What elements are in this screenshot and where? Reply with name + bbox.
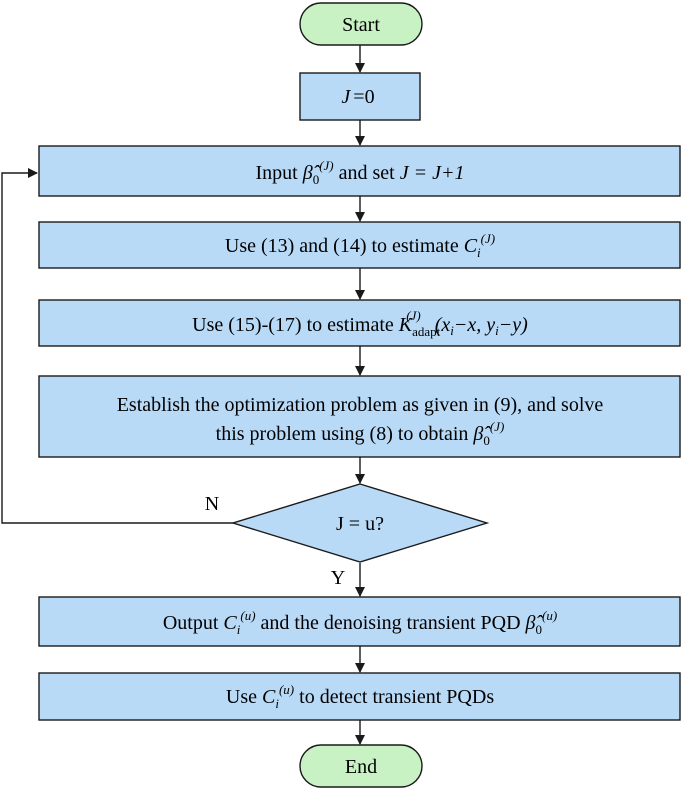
end-label: End — [345, 756, 377, 778]
start-terminal — [299, 2, 423, 46]
no-label: N — [205, 493, 219, 515]
output-label: Output Ci(u) and the denoising transient… — [163, 608, 557, 637]
detect-box — [38, 672, 681, 721]
yes-label: Y — [331, 567, 345, 589]
edge-loop-back — [1, 168, 233, 524]
end-terminal — [299, 744, 423, 788]
decision-label: J = u? — [336, 513, 384, 535]
start-label: Start — [342, 14, 380, 36]
estimate-c-label: Use (13) and (14) to estimate Ci(J) — [225, 231, 495, 260]
estimate-c-box — [38, 221, 681, 269]
detect-label: Use Ci(u) to detect transient PQDs — [226, 682, 494, 711]
establish-line1: Establish the optimization problem as gi… — [117, 394, 604, 416]
decision-diamond — [230, 483, 490, 563]
estimate-k-label: Use (15)-(17) to estimate Kadapt(J)(xi−x… — [192, 308, 528, 339]
init-label: J=0 — [341, 86, 374, 108]
estimate-k-box — [38, 299, 681, 347]
init-box — [299, 72, 421, 121]
output-box — [38, 596, 681, 647]
establish-box — [38, 375, 681, 458]
input-box — [38, 145, 681, 197]
establish-line2: this problem using (8) to obtain β̂0(J) — [216, 419, 505, 448]
input-label: Input β̂0(J) and set J = J+1 — [256, 158, 465, 187]
